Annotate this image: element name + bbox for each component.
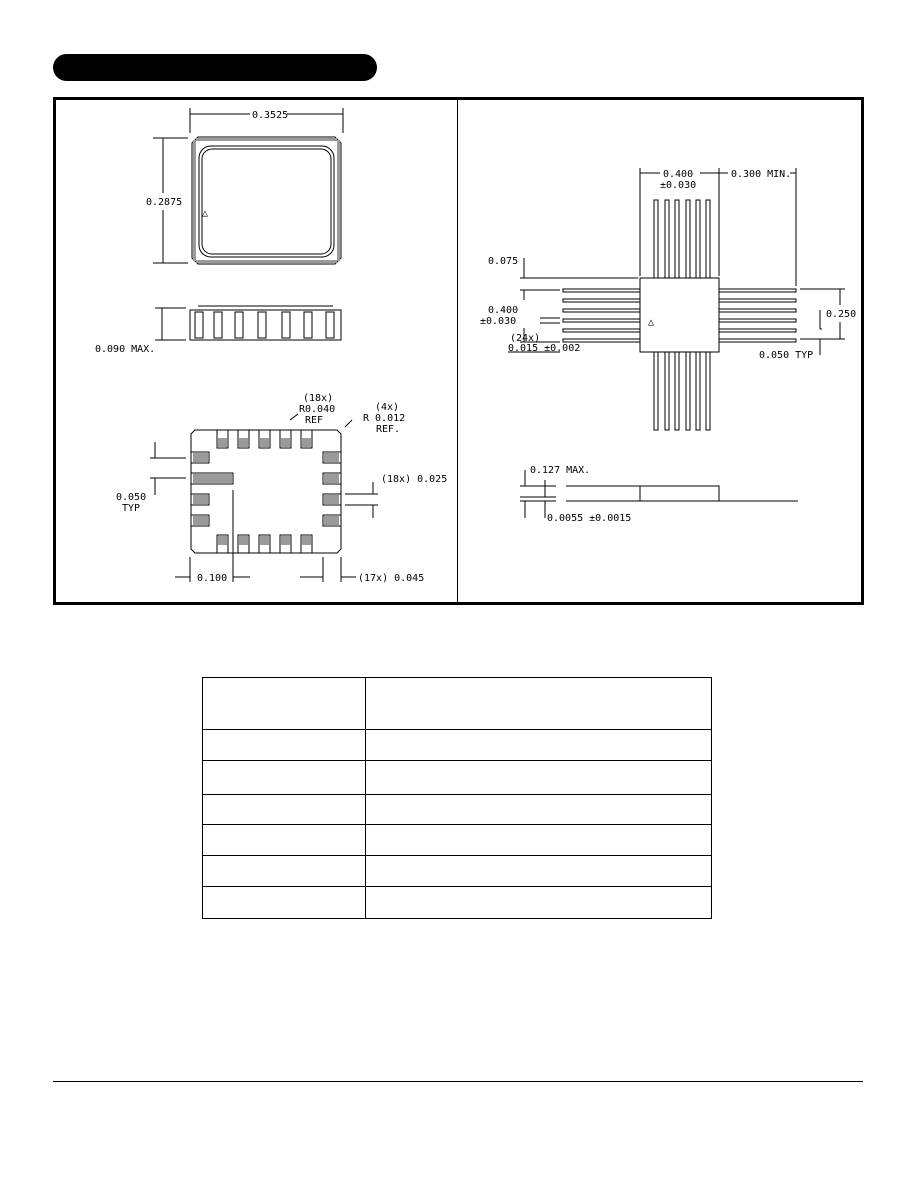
pin1-marker-fp: △: [648, 317, 654, 328]
fp-lead-length: 0.300 MIN.: [731, 169, 791, 180]
table-cell: [365, 760, 712, 795]
mechanical-drawing-frame: [53, 97, 864, 605]
table-cell: [365, 855, 712, 887]
table-cell: [365, 824, 712, 856]
table-cell: [202, 824, 366, 856]
table-row: [202, 824, 712, 856]
pitch-typ: TYP: [122, 503, 140, 514]
table-cell: [365, 794, 712, 825]
pad-radius-count: (18x): [303, 393, 333, 404]
table-row: [202, 886, 712, 919]
table-cell: [202, 729, 366, 761]
table-cell: [202, 794, 366, 825]
drawing-divider: [457, 100, 458, 602]
corner-pad-dim: 0.100: [197, 573, 227, 584]
pad-length-dim: (17x) 0.045: [358, 573, 424, 584]
table-row: [202, 729, 712, 761]
table-row: [202, 794, 712, 825]
smd-bottom-view: [150, 413, 378, 582]
fp-lead-offset: 0.075: [488, 256, 518, 267]
footer-rule: [53, 1081, 863, 1082]
section-title-bar: [53, 54, 377, 81]
smd-height-dim: 0.2875: [146, 197, 182, 208]
fp-side-height: 0.127 MAX.: [530, 465, 590, 476]
smd-side-height-dim: 0.090 MAX.: [95, 344, 155, 355]
fp-body-width: 0.400: [663, 169, 693, 180]
flatpack-side-view: [520, 470, 798, 518]
flatpack-top-view: [508, 168, 845, 431]
table-cell: [202, 855, 366, 887]
pad-radius-ref: REF: [305, 415, 323, 426]
mechanical-drawing: 0.3525 0.2875 △ 0.090 MAX. (18x) R0.040 …: [95, 108, 856, 584]
corner-radius: R 0.012: [363, 413, 405, 424]
corner-radius-count: (4x): [375, 402, 399, 413]
fp-body-height-tol: ±0.030: [480, 316, 516, 327]
smd-top-view: [153, 108, 344, 265]
fp-lead-thickness: 0.0055 ±0.0015: [547, 513, 631, 524]
table-row: [202, 677, 712, 730]
fp-lead-pitch: 0.050 TYP: [759, 350, 813, 361]
pitch-dim: 0.050: [116, 492, 146, 503]
table-row: [202, 855, 712, 887]
table-row: [202, 760, 712, 795]
table-cell: [202, 677, 366, 730]
fp-body-width-tol: ±0.030: [660, 180, 696, 191]
smd-side-view: [155, 305, 342, 341]
fp-lead-span: 0.250: [826, 309, 856, 320]
table-cell: [365, 677, 712, 730]
pin1-marker-smd: △: [202, 208, 208, 219]
spec-table: [202, 677, 712, 919]
pad-radius: R0.040: [299, 404, 335, 415]
fp-lead-count: (24x): [510, 333, 540, 344]
fp-lead-width: 0.015 ±0.002: [508, 343, 580, 354]
pad-width-dim: (18x) 0.025: [381, 474, 447, 485]
table-cell: [202, 760, 366, 795]
table-cell: [202, 886, 366, 919]
table-cell: [365, 729, 712, 761]
fp-body-height: 0.400: [488, 305, 518, 316]
corner-radius-ref: REF.: [376, 424, 400, 435]
smd-width-dim: 0.3525: [252, 110, 288, 121]
table-cell: [365, 886, 712, 919]
